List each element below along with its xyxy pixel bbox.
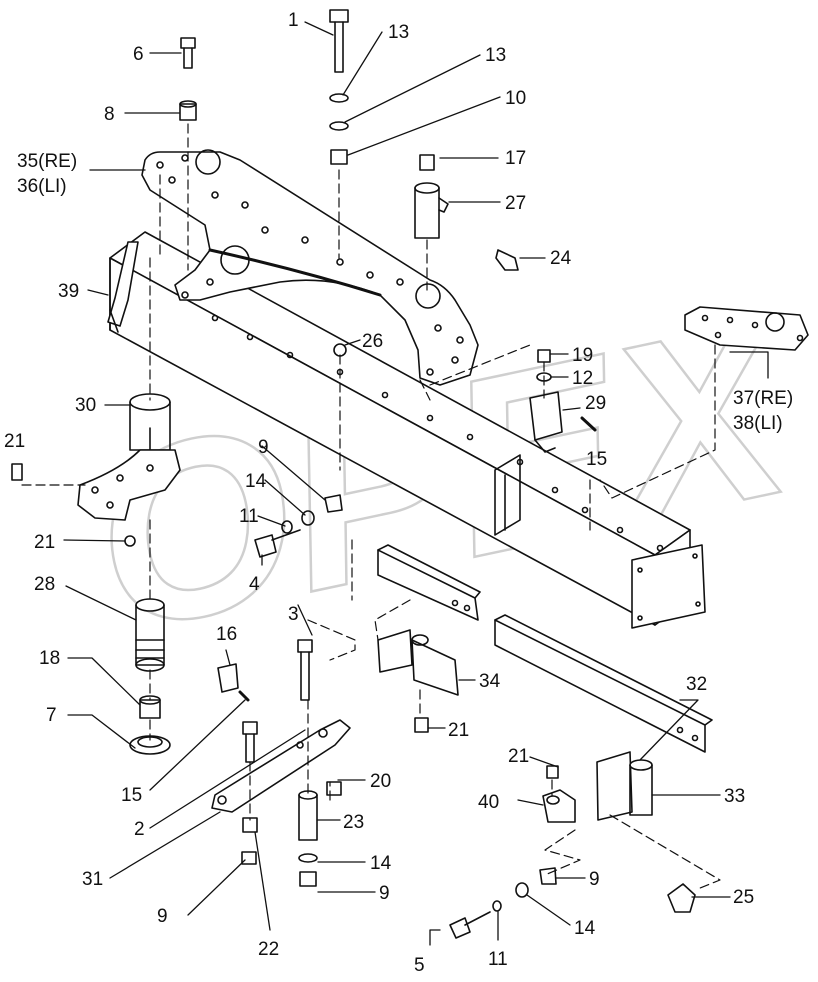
sleeve-28 (135, 598, 165, 672)
label-1: 1 (288, 10, 299, 31)
label-14b: 14 (370, 853, 392, 874)
bracket-33 (542, 751, 696, 913)
label-5: 5 (414, 955, 425, 976)
strip-32 (494, 614, 713, 753)
label-15b: 15 (121, 785, 142, 806)
bolt-6 (179, 37, 197, 121)
bracket-34 (377, 629, 459, 733)
label-21c: 21 (448, 720, 469, 741)
label-9a: 9 (258, 437, 269, 458)
leader-lines (63, 21, 769, 946)
clamp-29 (529, 349, 597, 453)
main-beam (109, 231, 706, 629)
label-39: 39 (58, 281, 79, 302)
label-9b: 9 (379, 883, 390, 904)
link-31 (211, 719, 351, 813)
label-34: 34 (479, 671, 501, 692)
pin-27 (414, 154, 519, 271)
bolt-2 (241, 721, 258, 865)
label-37: 37(RE) (733, 388, 793, 409)
label-7: 7 (46, 705, 57, 726)
bracket-39 (107, 241, 139, 333)
label-23: 23 (343, 812, 364, 833)
label-17: 17 (505, 148, 526, 169)
label-21a: 21 (4, 431, 25, 452)
label-28: 28 (34, 574, 55, 595)
strip-plate (377, 544, 481, 621)
label-15a: 15 (586, 449, 607, 470)
bolt-5-set (449, 867, 557, 939)
spacer-23 (298, 781, 342, 887)
label-21b: 21 (34, 532, 55, 553)
label-38: 38(LI) (733, 413, 783, 434)
label-20: 20 (370, 771, 391, 792)
label-40: 40 (478, 792, 499, 813)
label-18: 18 (39, 648, 60, 669)
right-plate-37-38 (684, 306, 809, 351)
label-22: 22 (258, 939, 279, 960)
top-plate-35-36 (141, 149, 479, 386)
label-27: 27 (505, 193, 526, 214)
label-14a: 14 (245, 471, 267, 492)
label-25: 25 (733, 887, 754, 908)
assembly-lines (21, 123, 721, 889)
label-9c: 9 (589, 869, 600, 890)
label-6: 6 (133, 44, 144, 65)
label-19: 19 (572, 345, 593, 366)
label-24: 24 (550, 248, 572, 269)
label-13b: 13 (485, 45, 506, 66)
label-33: 33 (724, 786, 745, 807)
label-2: 2 (134, 819, 145, 840)
pivot-housing-30 (77, 393, 181, 521)
label-11b: 11 (488, 949, 508, 970)
label-13a: 13 (388, 22, 409, 43)
label-4: 4 (249, 574, 260, 595)
bolt-1 (329, 9, 349, 165)
label-3: 3 (288, 604, 299, 625)
label-9d: 9 (157, 906, 168, 927)
label-32: 32 (686, 674, 707, 695)
bolt-4-set (11, 463, 343, 558)
label-11a: 11 (239, 506, 259, 527)
label-10: 10 (505, 88, 526, 109)
label-26: 26 (362, 331, 383, 352)
callout-labels: 1 13 13 10 6 8 35(RE) 36(LI) 17 27 24 39… (4, 10, 793, 976)
label-36: 36(LI) (17, 176, 67, 197)
label-21d: 21 (508, 746, 529, 767)
label-29: 29 (585, 393, 606, 414)
label-30: 30 (75, 395, 96, 416)
label-16: 16 (216, 624, 237, 645)
label-12: 12 (572, 368, 593, 389)
bushing-18 (139, 695, 161, 719)
label-8: 8 (104, 104, 115, 125)
label-35: 35(RE) (17, 151, 77, 172)
label-14c: 14 (574, 918, 596, 939)
clip-16 (217, 663, 250, 702)
bolt-3 (297, 639, 313, 701)
label-31: 31 (82, 869, 103, 890)
